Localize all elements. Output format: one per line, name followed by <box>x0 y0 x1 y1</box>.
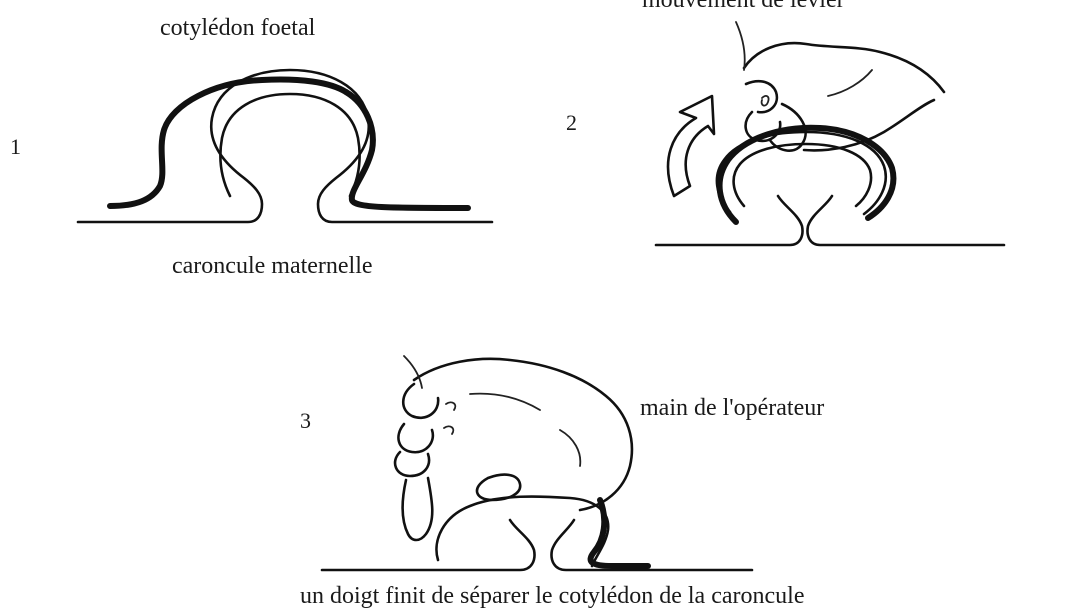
panel-1-number: 1 <box>10 136 21 158</box>
panel-1-cotyledon-caroncule <box>78 70 492 222</box>
panel-1-label-cotyledon: cotylédon foetal <box>160 16 315 40</box>
panel-2-lever-movement <box>656 22 1004 245</box>
panel-2-cotyledon-band <box>720 128 894 222</box>
panel-2-number: 2 <box>566 112 577 134</box>
panel-3-base-line <box>322 520 752 570</box>
panel-2-hand-detail <box>736 22 872 106</box>
panel-3-hand-detail <box>404 356 580 466</box>
panel-3-number: 3 <box>300 410 311 432</box>
panel-2-label-lever: mouvement de levier <box>642 0 845 12</box>
panel-3-caroncule <box>436 496 608 566</box>
panel-1-cotyledon-cap <box>110 80 346 207</box>
panel-3-cotyledon <box>591 500 648 566</box>
panel-2-base-line <box>656 196 1004 245</box>
panel-3-label-hand: main de l'opérateur <box>640 396 824 420</box>
panel-1-cotyledon-right <box>346 92 468 208</box>
panel-2-curved-arrow <box>668 96 714 196</box>
panel-3-probing-finger <box>477 475 520 500</box>
panel-1-label-caroncule: caroncule maternelle <box>172 254 373 278</box>
panel-3-hand <box>395 359 632 540</box>
panel-2-caroncule-inner <box>734 144 871 206</box>
panel-1-caroncule-inner <box>220 94 359 196</box>
panel-3-label-finger: un doigt finit de séparer le cotylédon d… <box>300 584 804 608</box>
panel-3-finger-separation <box>322 356 752 570</box>
